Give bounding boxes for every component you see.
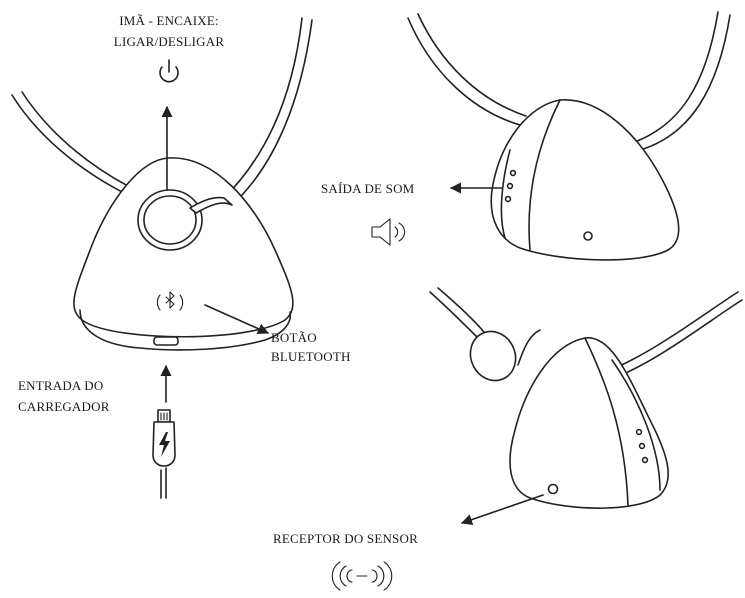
magnet-label-line2: LIGAR/DESLIGAR [103,33,235,50]
cord-right-outer [232,20,312,205]
cord-br-left-inner [438,288,484,332]
charger-label-line1: ENTRADA DO [18,377,103,394]
sound-output-label: SAÍDA DE SOM [321,180,414,197]
side-body [491,100,678,260]
cord-br-right-inner [606,292,738,372]
magnet-ring-outer [138,190,202,250]
magnet-disc [462,324,523,388]
cord-br-right-outer [610,300,742,380]
bluetooth-label-line2: BLUETOOTH [271,348,351,365]
arrow-sensor [462,495,543,523]
front-view-device [12,18,312,402]
cord-tr-left-outer [408,18,520,125]
sensor-receptor-label: RECEPTOR DO SENSOR [273,530,418,547]
power-icon [160,60,178,82]
usb-cable [153,410,175,498]
back-view-device [430,288,742,523]
wireless-signal-icon [332,562,391,590]
side-view-device [408,12,730,260]
speaker-icon [372,219,405,245]
cord-tr-right-inner [632,12,718,143]
cord-br-mid [518,330,540,365]
magnet-label-line1: IMÃ - ENCAIXE: [103,12,235,29]
cord-br-left-outer [430,292,478,338]
charger-label-line2: CARREGADOR [18,398,110,415]
cord-right-inner [224,18,302,198]
cord-tr-right-outer [640,15,730,150]
charging-port [154,337,178,345]
bluetooth-label-line1: BOTÃO [271,329,317,346]
